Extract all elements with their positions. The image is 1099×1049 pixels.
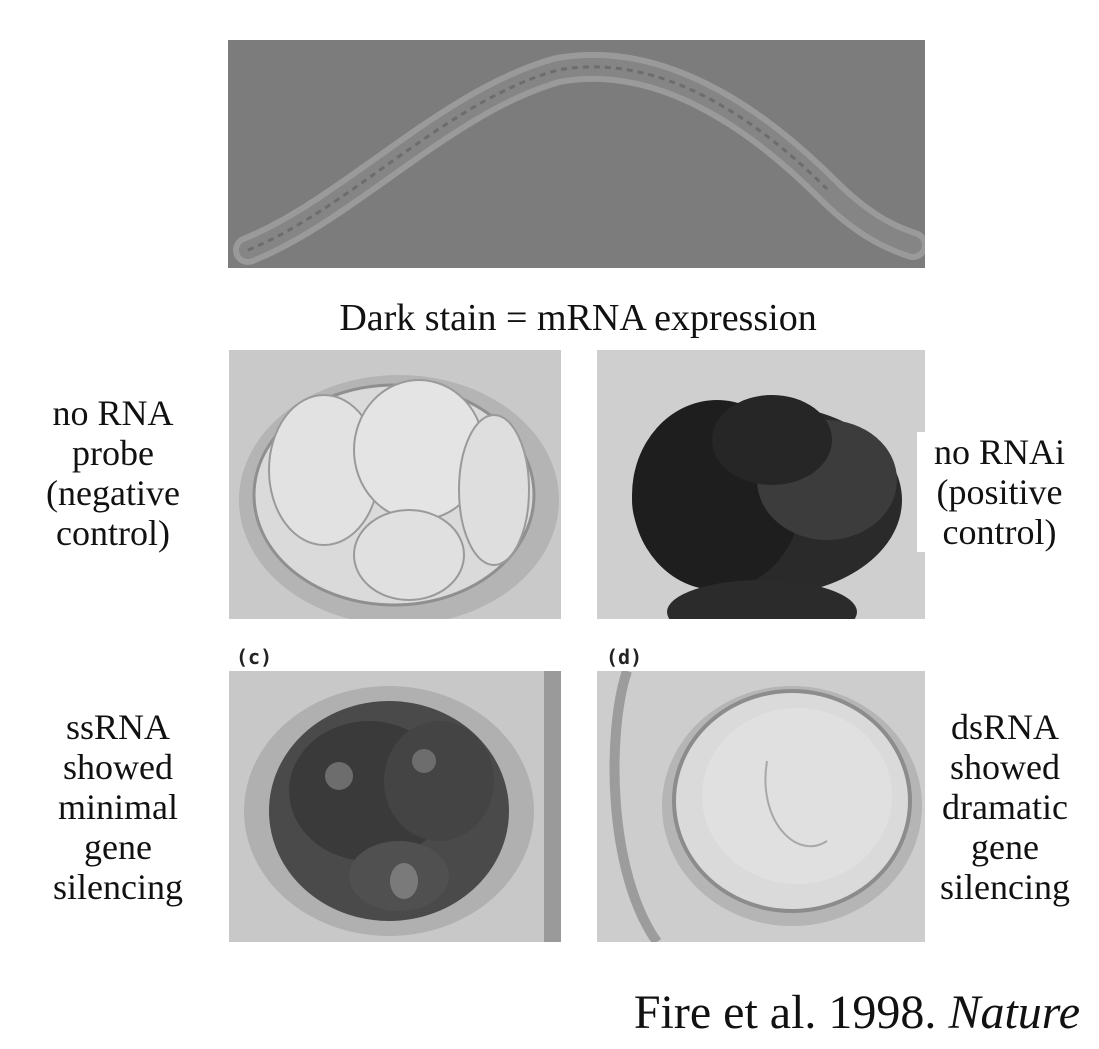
panel-c-letter: (c) <box>236 645 273 669</box>
citation-authors: Fire et al. 1998. <box>633 986 937 1039</box>
panel-b-label: no RNAi (positive control) <box>917 432 1082 552</box>
panel-d-image <box>597 671 925 942</box>
panel-d-label: dsRNA showed dramatic gene silencing <box>925 707 1085 907</box>
panel-a-image <box>229 350 561 619</box>
panel-c-label: ssRNA showed minimal gene silencing <box>28 707 208 907</box>
panel-c-image <box>229 671 561 942</box>
label-line: ssRNA <box>65 707 171 747</box>
panel-a-label: no RNA probe (negative control) <box>18 393 208 553</box>
label-line: dsRNA <box>950 707 1060 747</box>
label-line: silencing <box>53 867 183 907</box>
label-line: control) <box>942 512 1057 552</box>
panel-d-letter: (d) <box>606 645 643 669</box>
worm-image <box>228 40 925 268</box>
label-line: probe <box>72 433 154 473</box>
label-line: minimal <box>58 787 178 827</box>
label-line: (negative <box>46 473 180 513</box>
label-line: silencing <box>940 867 1070 907</box>
figure-subtitle: Dark stain = mRNA expression <box>339 297 817 339</box>
label-line: no RNA <box>52 393 174 433</box>
label-line: showed <box>63 747 173 787</box>
citation-journal: Nature <box>948 986 1080 1039</box>
label-line: control) <box>56 513 170 553</box>
label-line: dramatic <box>942 787 1068 827</box>
label-line: no RNAi <box>933 432 1065 472</box>
label-line: (positive <box>936 472 1063 512</box>
label-line: gene <box>971 827 1039 867</box>
label-line: gene <box>84 827 152 867</box>
citation: Fire et al. 1998. Nature <box>560 985 1080 1041</box>
panel-b-image <box>597 350 925 619</box>
label-line: showed <box>950 747 1060 787</box>
